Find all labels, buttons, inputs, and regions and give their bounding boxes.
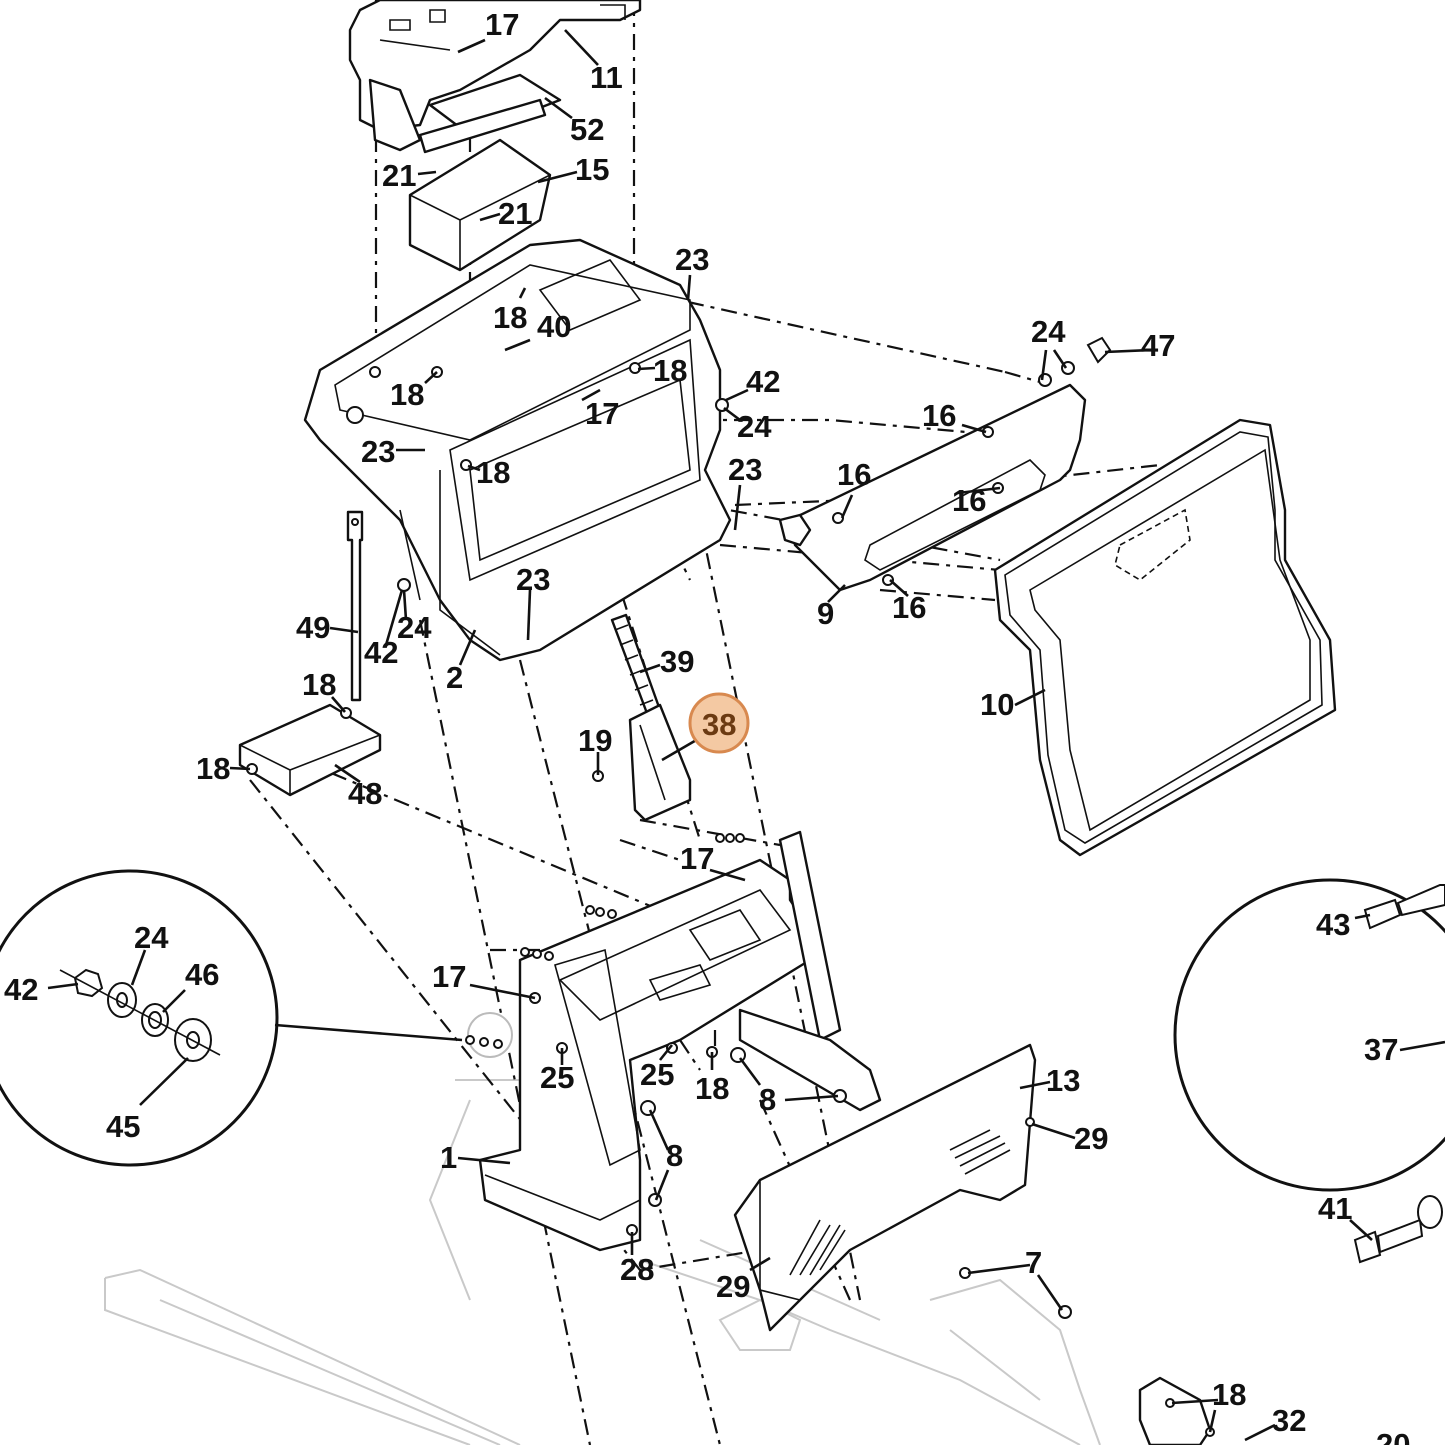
callout-23: 23 [516,562,550,597]
callout-37: 37 [1364,1032,1398,1067]
plate-52 [418,73,562,154]
callout-17: 17 [680,841,714,876]
callout-18: 18 [493,300,527,335]
callout-25: 25 [540,1060,574,1095]
callout-32: 32 [1272,1403,1306,1438]
callout-13: 13 [1046,1063,1080,1098]
callout-17: 17 [432,959,466,994]
callout-11: 11 [590,60,623,95]
callout-24: 24 [1031,314,1066,349]
callout-28: 28 [620,1252,654,1287]
detail-circle-right [1173,878,1445,1264]
detail-circle-left [0,869,463,1167]
callout-43: 43 [1316,907,1350,942]
callout-24: 24 [397,610,432,645]
callout-1: 1 [440,1140,457,1175]
callout-18: 18 [476,455,510,490]
callout-47: 47 [1141,328,1175,363]
bracket-38 [628,703,692,822]
callout-15: 15 [575,152,609,187]
cover-13 [733,1043,1037,1332]
callout-18: 18 [695,1071,729,1106]
callout-39: 39 [660,644,694,679]
callout-25: 25 [640,1057,674,1092]
rod-49 [346,510,364,702]
callout-8: 8 [666,1138,683,1173]
callout-2: 2 [446,660,463,695]
callout-16: 16 [922,398,956,433]
steering-support-1 [478,830,882,1252]
callout-21: 21 [382,158,416,193]
callout-45: 45 [106,1109,140,1144]
callout-18: 18 [1212,1377,1246,1412]
callout-20: 20 [1376,1427,1410,1445]
callout-42: 42 [4,972,38,1007]
bracket-32 [1138,1376,1212,1445]
callout-17: 17 [485,7,519,42]
callout-23: 23 [675,242,709,277]
callout-24: 24 [737,409,772,444]
callout-29: 29 [716,1269,750,1304]
callout-16: 16 [837,457,871,492]
top-control-bracket [348,0,642,152]
callout-49: 49 [296,610,330,645]
callout-40: 40 [537,309,571,344]
leader-lines [47,29,1445,1442]
callout-18: 18 [653,353,687,388]
callout-17: 17 [585,396,619,431]
callout-21: 21 [498,196,532,231]
callout-10: 10 [980,687,1014,722]
callout-24: 24 [134,920,169,955]
callout-18: 18 [390,377,424,412]
battery-box-15 [408,138,552,272]
callout-41: 41 [1318,1191,1352,1226]
callout-23: 23 [728,452,762,487]
callout-7: 7 [1025,1245,1042,1280]
tray-48 [238,703,382,797]
callout-9: 9 [817,596,834,631]
callout-42: 42 [746,364,780,399]
callout-18: 18 [196,751,230,786]
callout-23: 23 [361,434,395,469]
highlight-badge [688,692,750,754]
callout-16: 16 [952,483,986,518]
callout-52: 52 [570,112,604,147]
callout-46: 46 [185,957,219,992]
callout-19: 19 [578,723,612,758]
spring-39 [610,613,662,718]
bracket-9 [778,383,1087,592]
hardware [246,336,1215,1437]
fender-10 [993,418,1337,857]
callout-42: 42 [364,635,398,670]
callout-8: 8 [759,1082,776,1117]
callout-29: 29 [1074,1121,1108,1156]
dash-housing-2 [303,238,732,662]
callout-labels: 17 11 52 21 15 21 23 18 40 18 18 17 42 2… [4,7,1410,1445]
callout-16: 16 [892,590,926,625]
callout-18: 18 [302,667,336,702]
callout-38: 38 [702,707,736,742]
callout-48: 48 [348,776,382,811]
